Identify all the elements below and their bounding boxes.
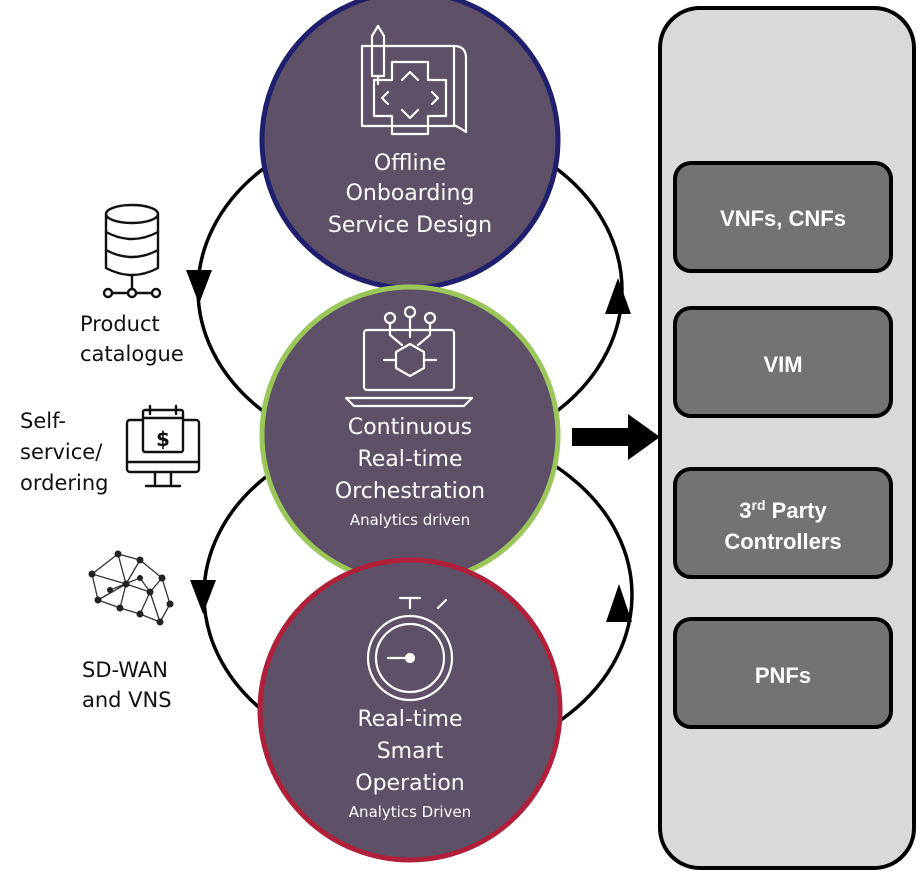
- circle-top-text: Offline Onboarding Service Design: [328, 151, 492, 238]
- circle-top-line-2: Onboarding: [346, 181, 475, 206]
- arrow-down-left-upper: [186, 270, 212, 304]
- infrastructure-panel: [658, 6, 916, 870]
- svg-text:$: $: [156, 427, 170, 451]
- circle-top-line-1: Offline: [374, 151, 446, 176]
- catalogue-label-line-2: catalogue: [80, 342, 184, 366]
- circle-offline-onboarding: [259, 0, 561, 291]
- circle-bottom-line-2: Smart: [377, 739, 444, 764]
- ordering-label-line-2: service/: [20, 440, 103, 464]
- panel-box-3rd-party-controllers: [673, 467, 893, 579]
- arrow-to-panel: [572, 414, 660, 460]
- panel-box-3rd-party-line-2: Controllers: [724, 529, 841, 554]
- circle-top-line-3: Service Design: [328, 213, 492, 238]
- panel-box-vnfs-cnfs: [673, 161, 893, 273]
- circle-realtime-operation: [257, 557, 563, 863]
- circle-bottom-sub: Analytics Driven: [349, 803, 471, 821]
- arrow-down-left-lower: [190, 580, 216, 614]
- panel-box-vnfs-cnfs-label: VNFs, CNFs: [720, 206, 846, 231]
- laptop-network-icon: [344, 305, 474, 408]
- circle-middle-line-1: Continuous: [348, 415, 472, 440]
- arrow-up-right-upper: [605, 278, 631, 314]
- panel-box-pnfs-label: PNFs: [755, 663, 811, 688]
- blueprint-icon: [360, 24, 468, 136]
- panel-box-vim-label: VIM: [763, 352, 802, 377]
- arrow-up-right-lower: [606, 584, 632, 622]
- circle-bottom-text: Real-time Smart Operation Analytics Driv…: [349, 707, 471, 821]
- catalogue-label-line-1: Product: [80, 312, 160, 336]
- circle-middle-line-2: Real-time: [357, 447, 462, 472]
- panel-box-pnfs: [673, 617, 893, 729]
- circle-middle-sub: Analytics driven: [350, 511, 470, 529]
- sdwan-label-line-2: and VNS: [82, 688, 172, 712]
- panel-box-vim: [673, 306, 893, 418]
- database-icon: [102, 203, 162, 299]
- ordering-label-line-3: ordering: [20, 471, 108, 495]
- circle-bottom-line-3: Operation: [355, 771, 464, 796]
- panel-box-3rd-party-line-1: 3rd Party: [739, 497, 827, 523]
- stopwatch-icon: [366, 596, 454, 702]
- circle-middle-text: Continuous Real-time Orchestration Analy…: [335, 415, 485, 529]
- circle-bottom-line-1: Real-time: [357, 707, 462, 732]
- network-mesh-icon: [88, 550, 174, 626]
- ordering-label-line-1: Self-: [20, 409, 66, 433]
- circle-middle-line-3: Orchestration: [335, 479, 485, 504]
- sdwan-label-line-1: SD-WAN: [82, 658, 168, 682]
- monitor-dollar-icon: $: [125, 404, 201, 488]
